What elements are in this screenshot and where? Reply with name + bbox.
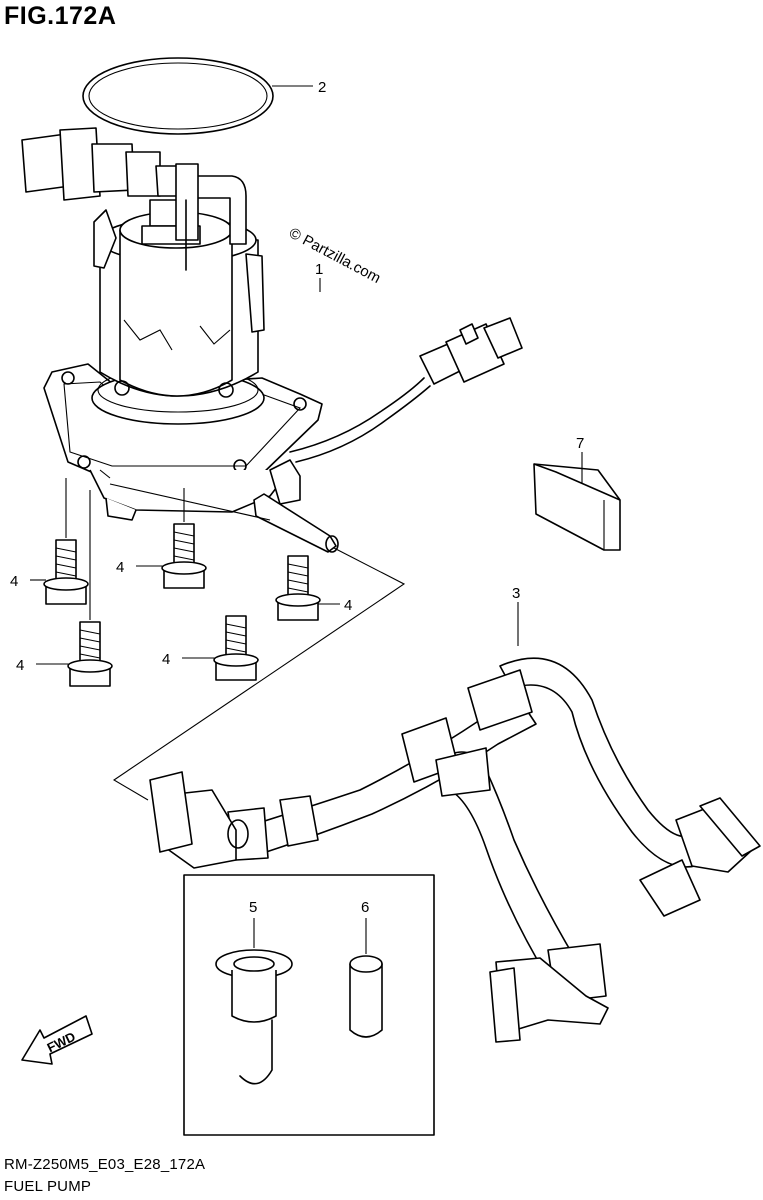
diagram-code: RM-Z250M5_E03_E28_172A <box>4 1156 206 1173</box>
o-ring-part[interactable] <box>82 57 274 135</box>
callout-4e[interactable]: 4 <box>162 651 170 668</box>
bolt-group-bracket <box>112 547 406 801</box>
callout-4d[interactable]: 4 <box>16 657 24 674</box>
pad-part[interactable] <box>533 463 621 551</box>
fwd-label: FWD <box>45 1029 78 1055</box>
figure-title: FIG.172A <box>4 2 117 30</box>
callout-1[interactable]: 1 <box>315 261 323 278</box>
callout-4a[interactable]: 4 <box>10 573 18 590</box>
bolt-part[interactable] <box>43 523 321 687</box>
cap-part[interactable] <box>349 955 383 1038</box>
fuel-pump-assembly[interactable] <box>21 127 523 553</box>
fwd-arrow-icon: FWD <box>21 1015 93 1065</box>
callout-5[interactable]: 5 <box>249 899 257 916</box>
bolt-leaders <box>30 478 340 665</box>
inset-box <box>183 874 435 1136</box>
callout-4b[interactable]: 4 <box>116 559 124 576</box>
callout-7[interactable]: 7 <box>576 435 584 452</box>
callout-2[interactable]: 2 <box>318 79 326 96</box>
callout-4c[interactable]: 4 <box>344 597 352 614</box>
diagram-caption: FUEL PUMP <box>4 1178 92 1195</box>
callout-6[interactable]: 6 <box>361 899 369 916</box>
watermark-text: © Partzilla.com <box>286 225 383 287</box>
callout-3[interactable]: 3 <box>512 585 520 602</box>
grommet-part[interactable] <box>215 949 293 1085</box>
fuel-hose-part[interactable] <box>149 657 761 1043</box>
